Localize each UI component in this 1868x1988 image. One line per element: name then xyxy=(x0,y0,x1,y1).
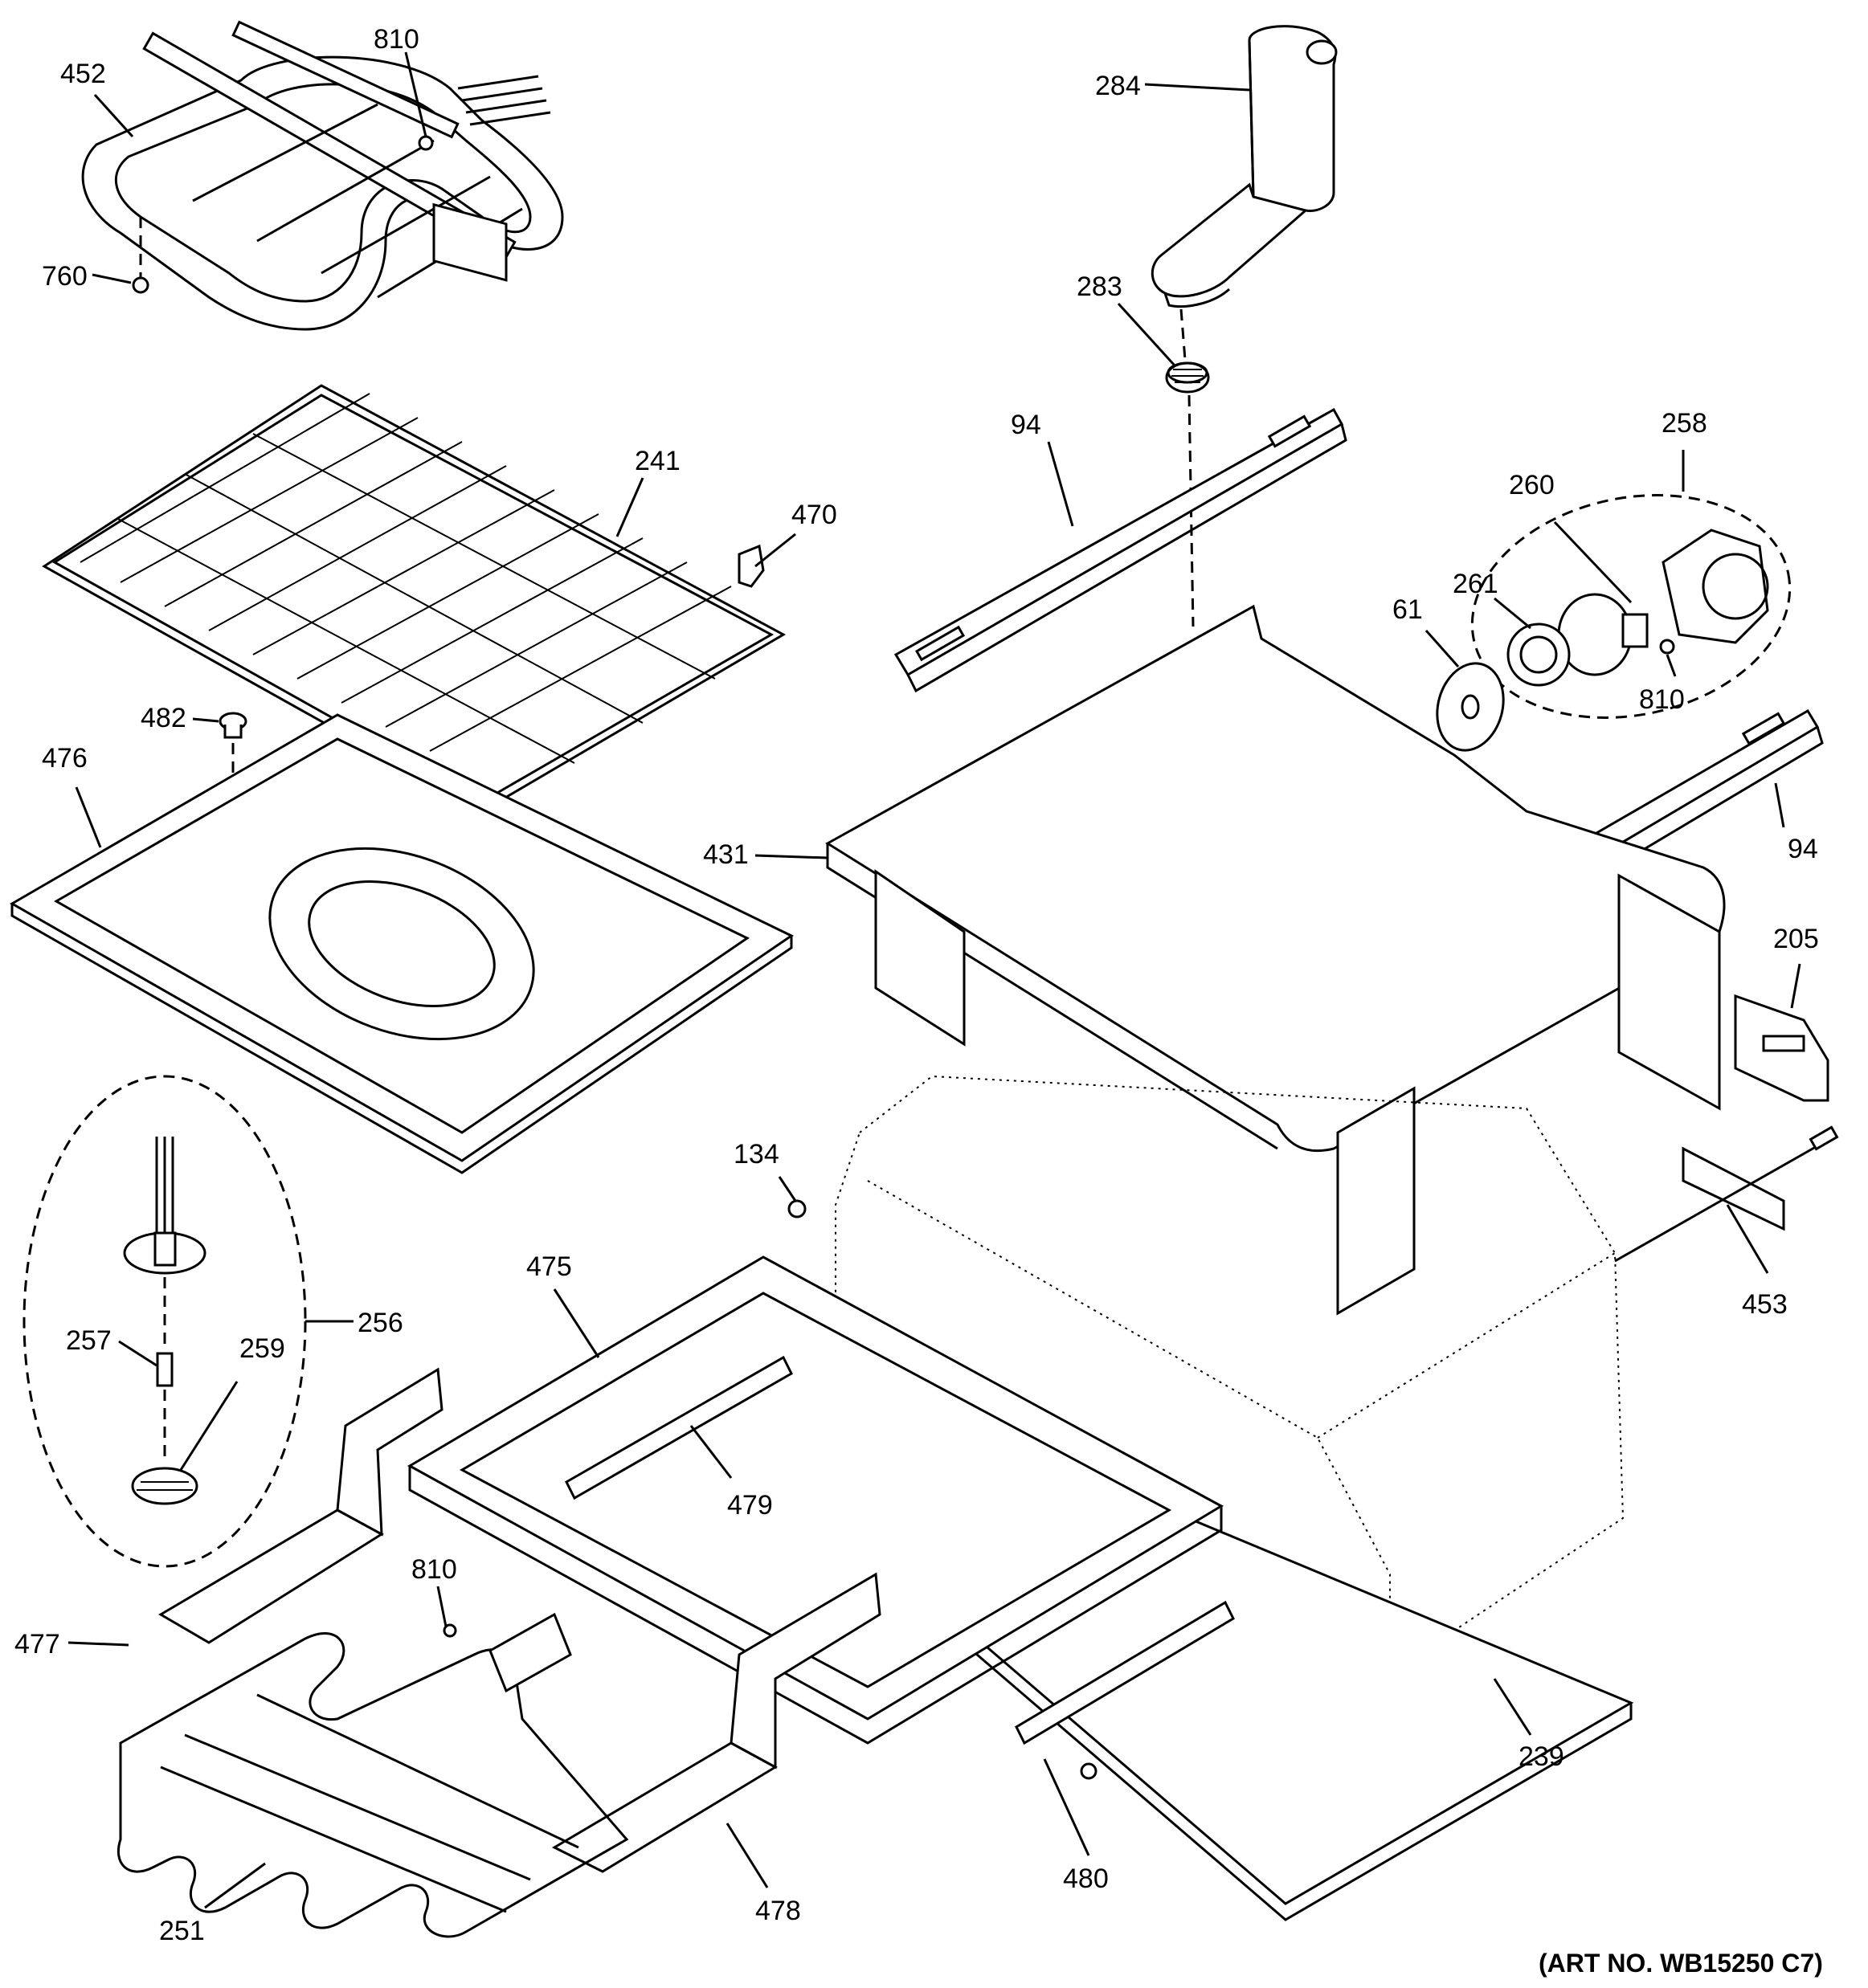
oven-bottom-476 xyxy=(9,713,794,1174)
callout-258: 258 xyxy=(1662,408,1707,439)
callout-475: 475 xyxy=(526,1251,572,1282)
callout-261: 261 xyxy=(1453,569,1498,599)
bracket-477 xyxy=(158,1367,443,1644)
vent-grill-283 xyxy=(1165,308,1210,627)
vent-duct-284 xyxy=(1151,25,1338,308)
callout-283: 283 xyxy=(1077,271,1122,302)
callout-452: 452 xyxy=(60,59,106,89)
callout-260: 260 xyxy=(1509,470,1555,500)
callout-256: 256 xyxy=(358,1308,403,1338)
callout-labels: 452 810 760 284 283 241 470 94 258 260 2… xyxy=(14,24,1823,1978)
clip-470 xyxy=(738,544,765,588)
callout-94: 94 xyxy=(1788,834,1818,864)
callout-479: 479 xyxy=(727,1490,773,1521)
callout-205: 205 xyxy=(1773,924,1819,954)
broil-element-452 xyxy=(81,20,564,331)
callout-61: 61 xyxy=(1392,594,1423,625)
callout-810: 810 xyxy=(411,1554,457,1585)
callout-480: 480 xyxy=(1063,1863,1109,1894)
drawer-frame-475 xyxy=(407,1255,1224,1745)
bake-element-251 xyxy=(116,1612,629,1938)
slide-rail-94a xyxy=(893,407,1347,693)
callout-251: 251 xyxy=(159,1916,205,1946)
callout-477: 477 xyxy=(14,1629,60,1659)
callout-810: 810 xyxy=(1639,684,1685,715)
drawer-slide-480 xyxy=(1015,1600,1235,1780)
callout-478: 478 xyxy=(755,1896,801,1926)
grommet-134 xyxy=(787,1199,807,1219)
callout-94: 94 xyxy=(1011,410,1041,440)
socket-assembly-256 xyxy=(22,1075,307,1568)
leader-lines xyxy=(67,51,1801,1909)
callout-134: 134 xyxy=(734,1139,779,1170)
callout-239: 239 xyxy=(1519,1741,1564,1772)
art-number: (ART NO. WB15250 C7) xyxy=(1539,1949,1823,1978)
callout-241: 241 xyxy=(635,446,681,476)
insulation-431 xyxy=(825,604,1726,1316)
callout-431: 431 xyxy=(703,839,749,870)
drawer-slide-479 xyxy=(565,1355,793,1500)
callout-453: 453 xyxy=(1742,1289,1788,1320)
callout-476: 476 xyxy=(42,743,88,774)
callout-257: 257 xyxy=(66,1325,112,1356)
bracket-205 xyxy=(1734,994,1829,1102)
lens-61 xyxy=(1436,662,1505,752)
callout-470: 470 xyxy=(791,500,837,530)
callout-810: 810 xyxy=(374,24,419,55)
callout-284: 284 xyxy=(1095,71,1141,101)
callout-482: 482 xyxy=(141,703,186,733)
light-assembly-258 xyxy=(1470,494,1792,719)
oven-sensor-453 xyxy=(1614,1125,1839,1263)
callout-760: 760 xyxy=(42,261,88,292)
callout-259: 259 xyxy=(239,1333,285,1364)
